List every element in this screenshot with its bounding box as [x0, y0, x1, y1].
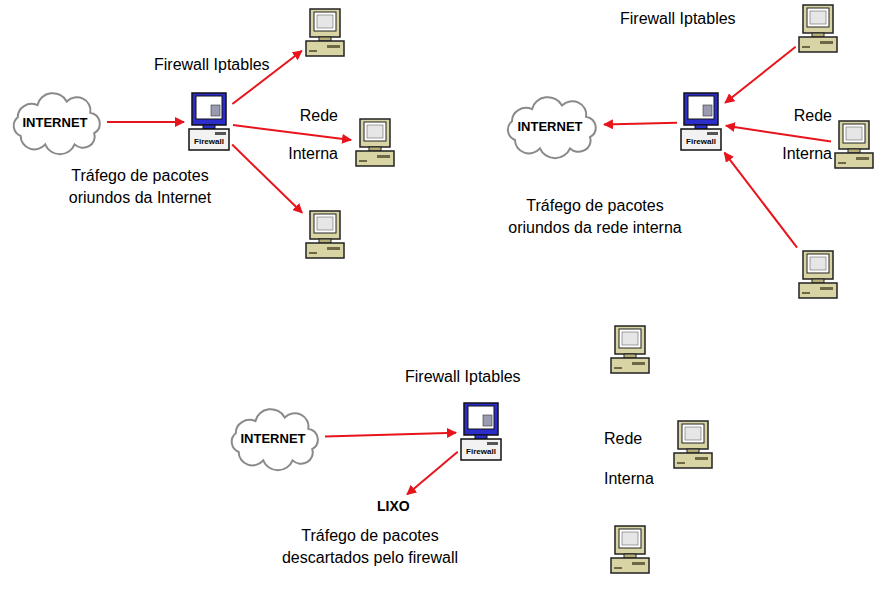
cloud-label: INTERNET	[241, 431, 306, 446]
network-computer-icon	[306, 211, 344, 258]
traffic-caption: Tráfego de pacotes oriundos da Internet	[55, 165, 225, 209]
network-computer-shape	[355, 118, 395, 168]
firewall-computer-icon	[681, 93, 721, 150]
firewall-tag: Firewall	[680, 137, 722, 147]
cloud-outline	[232, 409, 318, 470]
traffic-arrow	[325, 433, 456, 437]
network-computer-icon	[611, 326, 649, 373]
network-label: Rede Interna	[762, 97, 832, 173]
traffic-arrow	[107, 121, 184, 123]
firewall-heading: Firewall Iptables	[154, 56, 270, 74]
firewall-tag: Firewall	[188, 137, 230, 147]
network-computer	[305, 8, 345, 58]
discard-label: LIXO	[375, 497, 412, 515]
traffic-arrow	[604, 123, 677, 125]
cloud-label: INTERNET	[518, 119, 583, 134]
firewall-heading: Firewall Iptables	[620, 10, 736, 28]
network-computer-icon	[356, 119, 394, 166]
network-computer	[355, 118, 395, 168]
traffic-caption: Tráfego de pacotes oriundos da rede inte…	[500, 195, 690, 239]
network-computer-shape	[834, 120, 874, 170]
internet-cloud: INTERNET	[224, 410, 322, 466]
cloud-outline	[14, 93, 100, 154]
network-computer-icon	[611, 526, 649, 573]
discard-label: LIXO	[375, 497, 412, 515]
network-computer	[673, 420, 713, 470]
firewall-tag: Firewall	[460, 447, 502, 457]
network-computer-icon	[674, 421, 712, 468]
firewall-computer-icon	[461, 403, 501, 460]
network-computer	[798, 250, 838, 300]
network-computer-icon	[799, 5, 837, 52]
traffic-arrow	[407, 452, 458, 495]
traffic-arrow	[233, 125, 351, 140]
network-computer-shape	[610, 525, 650, 575]
firewall-heading: Firewall Iptables	[405, 368, 521, 386]
network-computer	[610, 525, 650, 575]
firewall-computer-icon	[189, 93, 229, 150]
network-computer-icon	[306, 9, 344, 56]
network-computer-icon	[835, 121, 873, 168]
cloud-outline	[508, 97, 596, 158]
network-computer	[610, 325, 650, 375]
network-computer	[305, 210, 345, 260]
firewall-computer: Firewall IptablesFirewall	[188, 92, 230, 152]
network-computer-icon	[799, 251, 837, 298]
network-label: Rede Interna	[268, 97, 338, 173]
traffic-arrow	[725, 47, 796, 103]
network-computer-shape	[798, 250, 838, 300]
network-computer-shape	[305, 210, 345, 260]
cloud-label: INTERNET	[23, 115, 88, 130]
traffic-arrow	[726, 126, 831, 142]
network-computer	[798, 4, 838, 54]
traffic-caption: Tráfego de pacotes descartados pelo fire…	[275, 525, 465, 569]
firewall-computer: Firewall IptablesFirewall	[460, 402, 502, 462]
network-computer-shape	[305, 8, 345, 58]
network-computer-shape	[798, 4, 838, 54]
network-computer	[834, 120, 874, 170]
traffic-arrow	[724, 153, 797, 248]
firewall-computer: Firewall IptablesFirewall	[680, 92, 722, 152]
internet-cloud: INTERNET	[6, 94, 104, 150]
internet-cloud: INTERNET	[500, 98, 600, 154]
network-label: Rede Interna	[604, 419, 670, 499]
network-computer-shape	[673, 420, 713, 470]
network-computer-shape	[610, 325, 650, 375]
